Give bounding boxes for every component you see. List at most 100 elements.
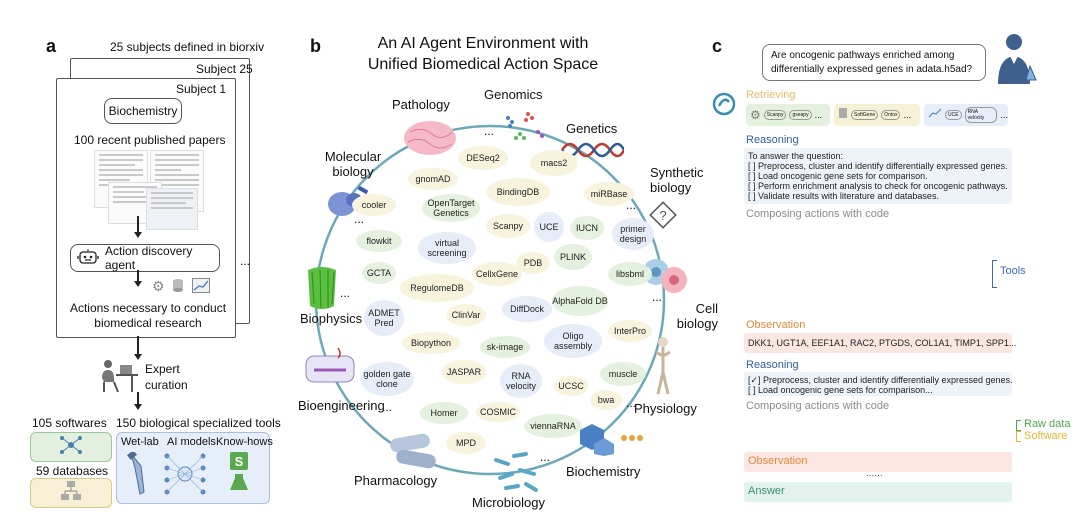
retrieve-database-group: SoftGene Ontox ...	[834, 104, 920, 126]
observation-summary-title: Observation	[748, 455, 808, 467]
curation-label: Expert curation	[145, 362, 188, 392]
ellipsis: ...	[652, 290, 663, 304]
flow-arrow	[134, 404, 142, 410]
ellipsis: ...	[484, 124, 495, 138]
gear-icon: ⚙	[750, 108, 761, 122]
retrieve-item: Ontox	[881, 110, 901, 120]
field-genetics: Genetics	[566, 121, 618, 136]
retrieve-models-group: UCE RNA velocity ...	[924, 104, 1008, 126]
title-line-2: Unified Biomedical Action Space	[367, 55, 599, 73]
field-bioengineering: Bioengineering	[298, 398, 385, 413]
tool-ucsc: UCSC	[554, 376, 588, 396]
ellipsis: ...	[240, 254, 251, 268]
reasoning-title: Reasoning	[746, 134, 799, 146]
field-cell-biology: Cell biology	[676, 301, 718, 331]
biochemistry-molecule-icon	[580, 420, 646, 461]
reasoning-line: [ ] Load oncogenic gene sets for compari…	[748, 385, 933, 395]
flow-arrow	[134, 232, 142, 238]
ellipsis: ...	[354, 212, 365, 226]
retrieve-item: SoftGene	[851, 110, 879, 120]
reasoning-box	[744, 148, 1012, 204]
tool-mirbase: miRBase	[584, 182, 634, 206]
retrieve-item: gseapy	[789, 110, 812, 120]
subject-front-label: Subject 1	[176, 82, 227, 96]
observation-title: Observation	[746, 319, 806, 331]
database-box	[30, 478, 112, 508]
chart-icon	[192, 278, 210, 298]
flow-line	[137, 216, 139, 234]
tool-virtual-screening: virtual screening	[418, 232, 476, 264]
ellipsis: ...	[626, 198, 637, 212]
ellipsis: ...	[903, 110, 911, 120]
tool-cat-knowhows: Know-hows	[216, 436, 273, 448]
scientist-icon	[994, 30, 1040, 91]
retrieve-item: UCE	[945, 110, 962, 120]
observation-box	[744, 333, 1012, 353]
subject-back-label: Subject 25	[196, 62, 253, 76]
tool-admet-pred: ADMET Pred	[364, 300, 404, 336]
software-bracket	[1016, 431, 1021, 442]
paper-thumb	[146, 188, 198, 230]
question-bubble: Are oncogenic pathways enriched among di…	[762, 44, 986, 81]
field-biophysics: Biophysics	[300, 311, 363, 326]
svg-text:?: ?	[659, 208, 666, 223]
tool-iucn: IUCN	[570, 216, 604, 240]
reasoning-line: [✓] Preprocess, cluster and identify dif…	[748, 375, 1013, 385]
ellipsis: ...	[540, 450, 551, 464]
microbe-icon	[490, 450, 542, 499]
chart-icon	[928, 106, 942, 124]
question-diamond-icon: ?	[648, 200, 678, 235]
tool-biopython: Biopython	[402, 332, 460, 354]
retrieving-title: Retrieving	[746, 89, 796, 101]
tool-cosmic: COSMIC	[476, 402, 520, 422]
retrieve-software-group: ⚙ Scanpy gseapy ...	[746, 104, 830, 126]
answer-title: Answer	[748, 485, 785, 497]
answer-box	[744, 482, 1012, 502]
panel-b-title: An AI Agent Environment with Unified Bio…	[358, 34, 608, 76]
field-pathology: Pathology	[392, 97, 450, 112]
genomics-scatter-icon	[498, 106, 548, 151]
tool-rna-velocity: RNA velocity	[500, 364, 542, 398]
reasoning-line: [ ] Preprocess, cluster and identify dif…	[748, 161, 1008, 171]
tool-sk-image: sk-image	[480, 336, 530, 358]
tools-bracket	[992, 260, 997, 288]
reasoning-line: [ ] Perform enrichment analysis to check…	[748, 181, 1008, 191]
composing-actions-2: Composing actions with code	[746, 400, 890, 412]
software-label: Software	[1024, 430, 1068, 442]
panel-a-letter: a	[46, 36, 57, 56]
pill-icon	[386, 430, 442, 477]
neural-network-icon	[162, 450, 208, 501]
tool-gnomad: gnomAD	[408, 168, 458, 190]
biochemistry-box: Biochemistry	[104, 98, 182, 124]
field-genomics: Genomics	[484, 87, 543, 102]
pipette-icon	[126, 450, 152, 501]
software-box	[30, 432, 112, 462]
panel-b-letter: b	[310, 36, 321, 56]
panel-c-letter: c	[712, 36, 723, 56]
flow-line	[137, 336, 139, 356]
tools-label: Tools	[1000, 265, 1026, 277]
tool-clinvar: ClinVar	[446, 304, 486, 326]
tool-regulomedb: RegulomeDB	[400, 274, 474, 302]
tool-gcta: GCTA	[362, 262, 396, 284]
svg-text:S: S	[235, 454, 244, 469]
bioreactor-icon	[302, 346, 358, 393]
field-synthetic-biology: Synthetic biology	[650, 165, 704, 195]
agent-label: Action discovery agent	[105, 244, 193, 272]
subjects-caption: 25 subjects defined in biorxiv	[110, 40, 265, 54]
tool-cooler: cooler	[352, 194, 396, 216]
tool-muscle: muscle	[600, 362, 646, 386]
pathology-tissue-icon	[402, 118, 458, 163]
tool-cellxgene: CellxGene	[472, 262, 522, 286]
tool-uce: UCE	[534, 212, 564, 242]
tool-viennarna: viennaRNA	[524, 414, 582, 438]
tool-golden-gate-clone: golden gate clone	[360, 362, 414, 396]
tool-plink: PLINK	[554, 244, 592, 270]
database-icon	[172, 278, 184, 298]
retrieve-item: Scanpy	[763, 110, 787, 120]
tool-jaspar: JASPAR	[442, 360, 486, 384]
tool-bindingdb: BindingDB	[486, 178, 550, 206]
papers-caption: 100 recent published papers	[74, 133, 226, 147]
tool-diffdock: DiffDock	[502, 296, 552, 322]
field-physiology: Physiology	[634, 401, 697, 416]
